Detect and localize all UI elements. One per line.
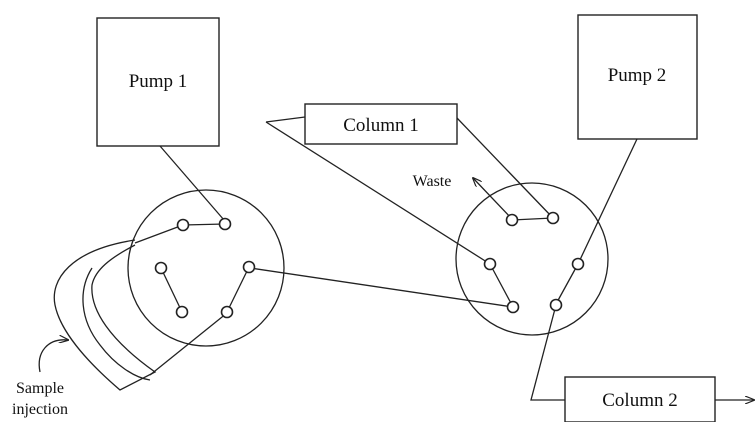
- loop-to-top-port: [134, 224, 184, 244]
- column-1: Column 1: [304, 103, 458, 145]
- switching-valve: [455, 182, 609, 336]
- column-2-label: Column 2: [602, 390, 677, 411]
- switching-port: [549, 298, 563, 312]
- injection-port: [242, 260, 256, 274]
- injection-channel-right: [226, 266, 250, 313]
- loop-to-bottom-port: [149, 312, 228, 376]
- waste-arrow: [473, 178, 513, 220]
- column-1-inlet-line: [265, 121, 491, 265]
- injection-channel-left: [160, 267, 183, 313]
- column-1-inlet-top: [265, 116, 306, 123]
- sample-injection-label-line1: Sample: [16, 380, 64, 397]
- injection-port: [176, 218, 190, 232]
- switching-port: [505, 213, 519, 227]
- pump-2: Pump 2: [577, 14, 698, 140]
- injection-port: [154, 261, 168, 275]
- injection-channel-top: [182, 223, 226, 226]
- pump-1-line: [159, 145, 225, 221]
- switching-channel-top: [511, 217, 554, 221]
- switching-port: [483, 257, 497, 271]
- pump-1-label: Pump 1: [129, 71, 188, 92]
- column-1-outlet-line: [456, 117, 554, 219]
- pump-2-label: Pump 2: [608, 65, 667, 86]
- sample-injection-arrow: [38, 340, 68, 373]
- injection-port: [218, 217, 232, 231]
- injection-port: [175, 305, 189, 319]
- sample-loop-inner: [82, 267, 151, 381]
- column-1-label: Column 1: [343, 115, 418, 136]
- waste-label: Waste: [413, 173, 452, 190]
- switching-channel-right: [555, 263, 579, 305]
- injection-port: [220, 305, 234, 319]
- sample-injection-label-line2: injection: [12, 401, 68, 418]
- pump-2-line: [577, 138, 638, 265]
- transfer-line: [249, 267, 514, 308]
- column-2: Column 2: [564, 376, 716, 422]
- pump-1: Pump 1: [96, 17, 220, 147]
- switching-port: [506, 300, 520, 314]
- column-2-inlet-line: [530, 304, 565, 401]
- sample-loop: [53, 239, 157, 391]
- switching-port: [546, 211, 560, 225]
- injection-valve: [127, 189, 285, 347]
- switching-port: [571, 257, 585, 271]
- switching-channel-left: [489, 263, 514, 308]
